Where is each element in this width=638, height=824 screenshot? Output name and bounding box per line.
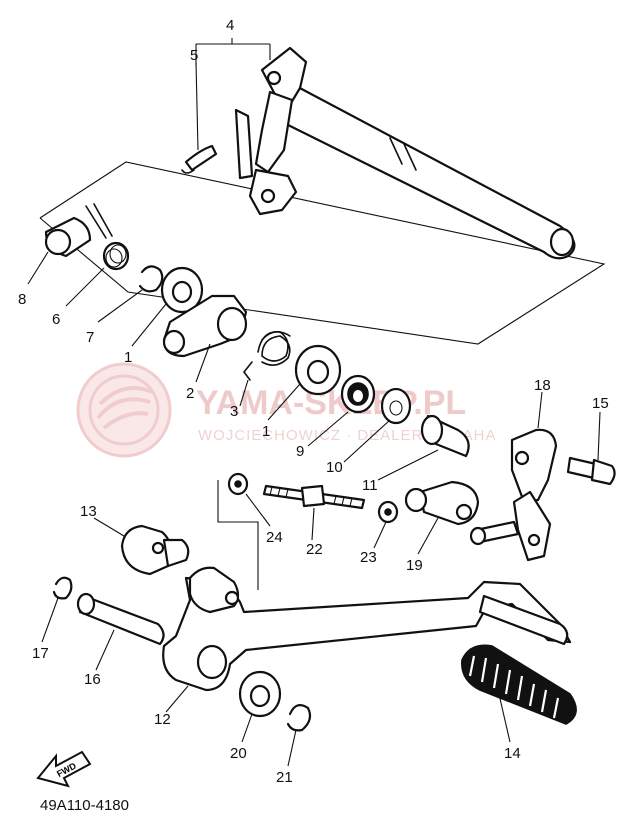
part-20-washer [238, 670, 282, 718]
diagram-code: 49A110-4180 [40, 797, 129, 814]
part-3-spring [242, 331, 291, 381]
part-8-collar [44, 216, 92, 258]
callout-3: 3 [230, 403, 238, 420]
callout-1-lower: 1 [262, 423, 270, 440]
part-17-circlip [52, 576, 73, 600]
callout-15: 15 [592, 395, 609, 412]
callout-12: 12 [154, 711, 171, 728]
watermark-logo [76, 362, 172, 458]
part-24-nut [227, 472, 249, 496]
callout-24: 24 [266, 529, 283, 546]
callout-18: 18 [534, 377, 551, 394]
part-23-nut [377, 500, 399, 524]
part-1-washer-upper [160, 266, 204, 314]
part-13-boot [120, 524, 190, 576]
part-11-collar [420, 414, 470, 458]
callouts: 4 5 8 6 7 1 2 3 1 9 10 11 18 15 13 24 22… [18, 17, 609, 786]
assembly-outline [39, 43, 606, 345]
callout-11: 11 [362, 477, 378, 494]
callout-21: 21 [276, 769, 293, 786]
callout-5: 5 [190, 47, 198, 64]
part-19-joint [404, 480, 480, 526]
part-18-arm [469, 428, 558, 562]
part-7-circlip [138, 265, 164, 293]
callout-22: 22 [306, 541, 323, 558]
part-12-pedal [162, 566, 572, 692]
part-6-spring [85, 203, 130, 271]
part-9-seal [340, 374, 376, 414]
callout-1-upper: 1 [124, 349, 132, 366]
callout-9: 9 [296, 443, 304, 460]
callout-8: 8 [18, 291, 26, 308]
forward-direction-arrow: FWD [36, 750, 92, 788]
part-2-lever [162, 294, 248, 358]
callout-6: 6 [52, 311, 60, 328]
part-10-washer [380, 387, 412, 425]
part-22-rod [262, 484, 366, 510]
part-21-circlip [286, 704, 312, 732]
callout-23: 23 [360, 549, 377, 566]
part-1-washer-lower [294, 344, 342, 396]
leader-lines [27, 38, 601, 767]
part-5-pin [181, 144, 218, 174]
part-14-rubber [461, 644, 577, 725]
callout-10: 10 [326, 459, 343, 476]
callout-14: 14 [504, 745, 521, 762]
callout-2: 2 [186, 385, 194, 402]
callout-20: 20 [230, 745, 247, 762]
callout-17: 17 [32, 645, 49, 662]
part-15-bolt [566, 456, 616, 486]
callout-16: 16 [84, 671, 101, 688]
part-16-pin [76, 592, 165, 646]
shift-shaft [234, 46, 576, 260]
callout-19: 19 [406, 557, 423, 574]
callout-13: 13 [80, 503, 97, 520]
callout-7: 7 [86, 329, 94, 346]
callout-4: 4 [226, 17, 234, 34]
